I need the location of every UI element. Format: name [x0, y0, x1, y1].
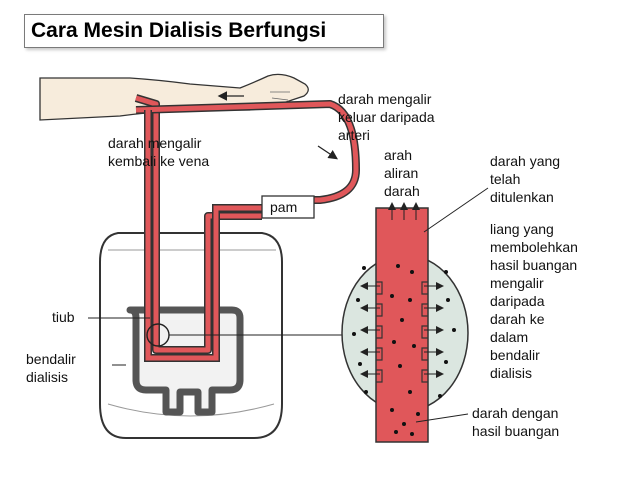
blood-tube-outflow	[135, 100, 360, 362]
pores-label-5: daripada	[490, 293, 545, 309]
fluid-label-1: bendalir	[26, 351, 76, 367]
annotations: darah mengalir keluar daripada arteri da…	[26, 91, 578, 439]
waste-label-2: hasil buangan	[472, 423, 559, 439]
pores-label-2: membolehkan	[490, 239, 578, 255]
leader-lines	[88, 187, 489, 423]
outflow-label-2: keluar daripada	[338, 109, 435, 125]
pump-label: pam	[270, 199, 297, 215]
return-label-1: darah mengalir	[108, 135, 202, 151]
pores-label-1: liang yang	[490, 221, 554, 237]
tube-label: tiub	[52, 309, 75, 325]
pores-label-4: mengalir	[490, 275, 544, 291]
return-label-2: kembali ke vena	[108, 153, 209, 169]
waste-label-1: darah dengan	[472, 405, 558, 421]
arm	[39, 73, 309, 121]
outflow-label-1: darah mengalir	[338, 91, 432, 107]
direction-label-2: aliran	[384, 165, 418, 181]
filtered-label-1: darah yang	[490, 153, 560, 169]
blood-tube-return	[134, 94, 262, 354]
pump: pam	[261, 195, 315, 219]
direction-label-1: arah	[384, 147, 412, 163]
pores-label-8: bendalir	[490, 347, 540, 363]
pores-label-7: dalam	[490, 329, 528, 345]
filtered-label-3: ditulenkan	[490, 189, 554, 205]
fluid-label-2: dialisis	[26, 369, 68, 385]
membrane-zoom	[341, 202, 469, 443]
filtered-label-2: telah	[490, 171, 520, 187]
outflow-label-3: arteri	[338, 127, 370, 143]
page-title: Cara Mesin Dialisis Berfungsi	[31, 19, 327, 42]
pores-label-3: hasil buangan	[490, 257, 577, 273]
direction-label-3: darah	[384, 183, 420, 199]
title-box: Cara Mesin Dialisis Berfungsi	[24, 14, 384, 48]
pores-label-9: dialisis	[490, 365, 532, 381]
pores-label-6: darah ke	[490, 311, 545, 327]
